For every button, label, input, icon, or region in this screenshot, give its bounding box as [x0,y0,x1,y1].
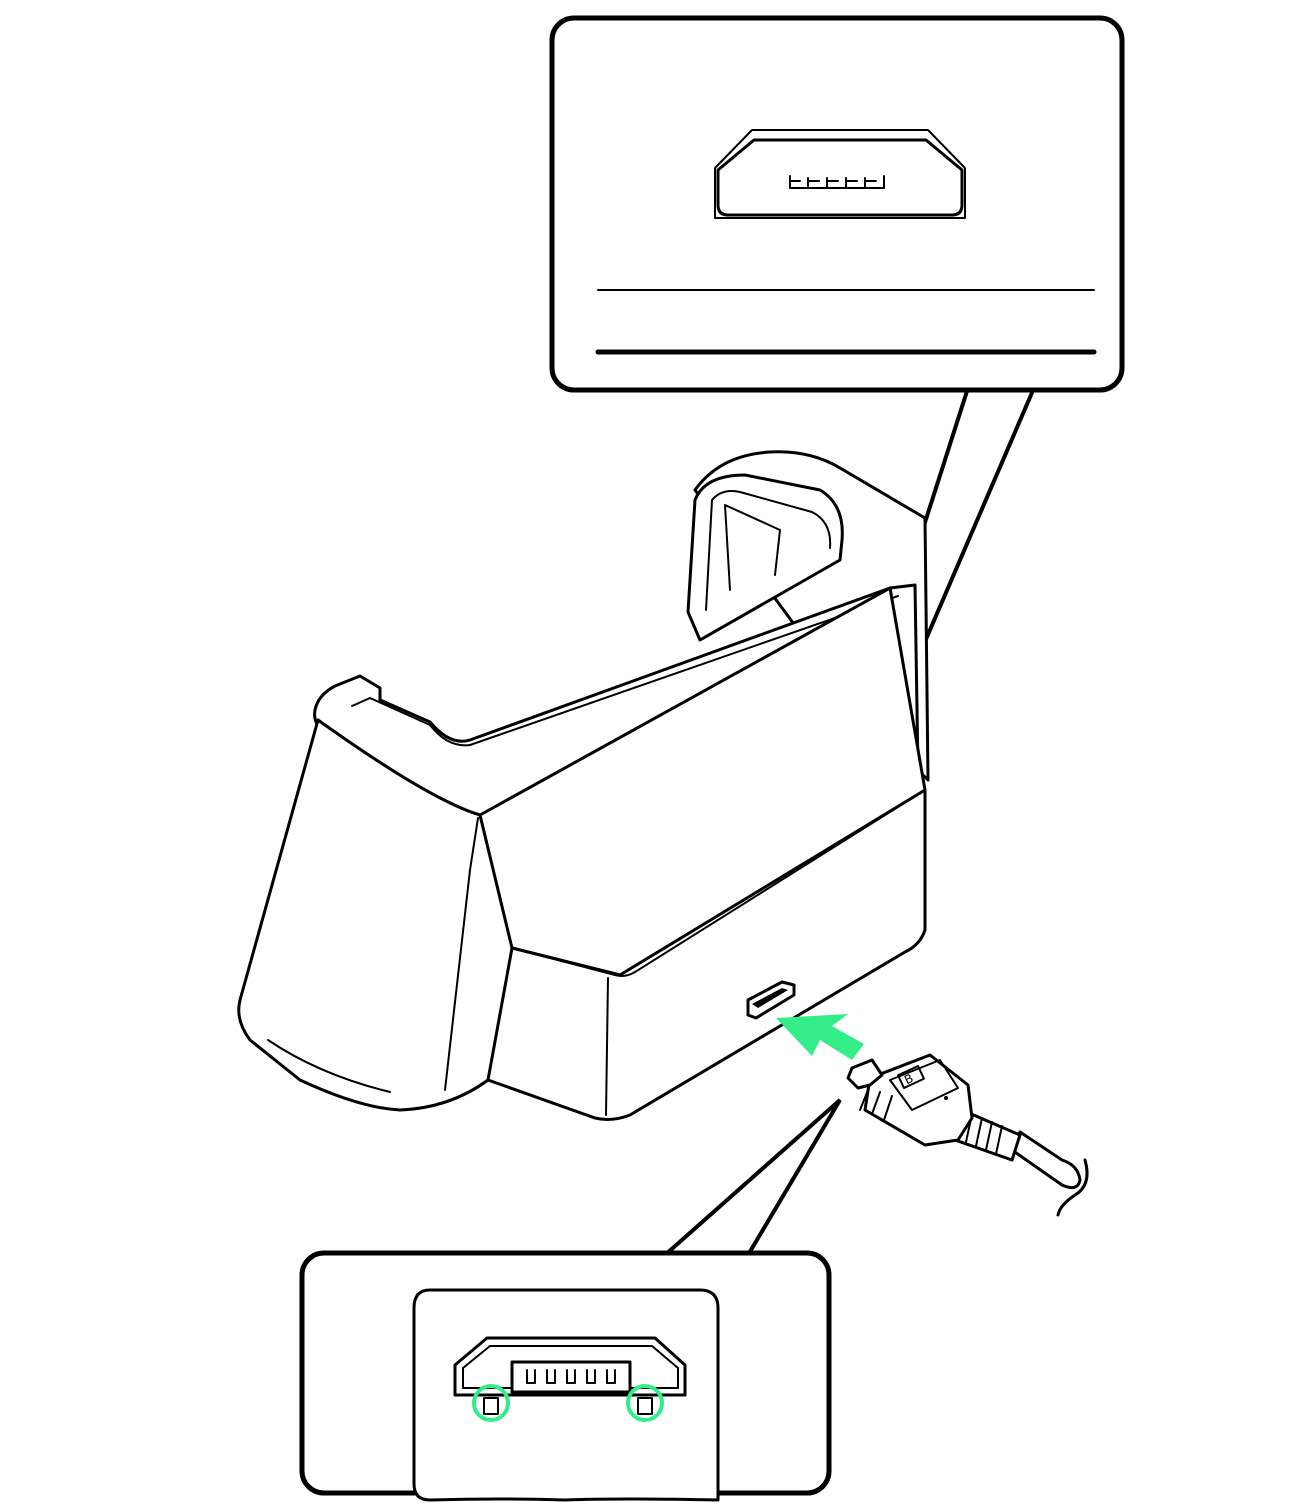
stand-front-edge [267,817,479,1093]
top-callout [549,15,1125,393]
stand-front-face [237,718,517,1112]
latch-highlight-right-icon [626,1384,664,1422]
plug-dot [944,1096,948,1100]
stand-port-opening [752,988,788,1008]
plug-housing-face [889,1059,959,1111]
cable-end-curve [1056,1158,1089,1217]
bottom-callout-pin-block [510,1360,632,1394]
cable-strain-ribs [965,1113,1003,1155]
bottom-callout-pointer [659,1098,842,1257]
latch-highlight-left-icon [472,1384,510,1422]
plug-marking-box [897,1065,925,1089]
bottom-callout [299,1250,832,1502]
stand-base-top-edge [511,789,926,977]
stand-base-corner [605,977,609,1116]
cable-wire [1010,1130,1082,1190]
usb-cable-plug: B [846,1053,1089,1217]
top-callout-port-pins [789,175,885,189]
bottom-callout-pins [526,1369,616,1384]
plug-housing [863,1053,974,1147]
stand-cradle-slot-rib [724,504,781,591]
plug-grip-lines [859,1089,893,1121]
top-callout-port-outer [714,129,966,219]
bottom-callout-plug-inner [462,1345,679,1389]
charging-stand [237,450,930,1121]
bottom-callout-latch-left [483,1397,499,1415]
plug-tip [846,1058,884,1090]
insert-arrow-icon [776,1014,864,1060]
stand-shell-rim [351,595,899,747]
top-callout-port-inner [716,138,964,217]
stand-base-block [486,788,927,1121]
stand-cradle-slot-inner [705,490,832,611]
bottom-callout-latch-right [637,1397,653,1415]
